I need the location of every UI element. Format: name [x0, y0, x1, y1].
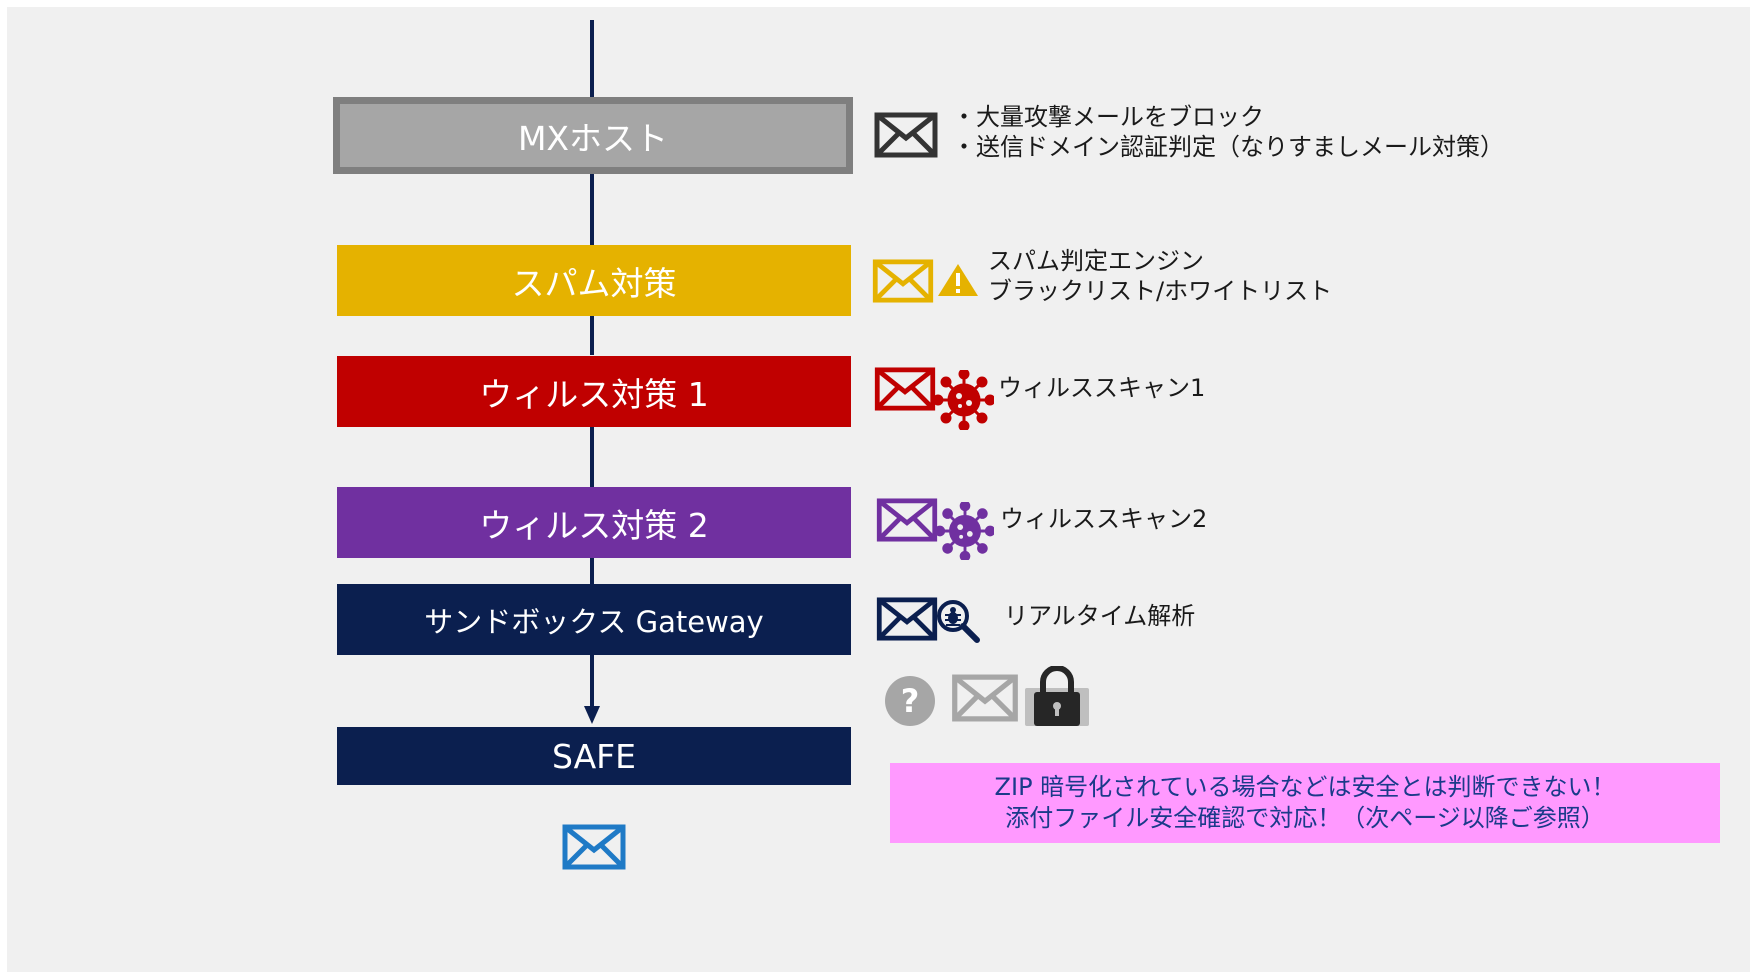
flow-line [590, 20, 594, 100]
virus-icon [934, 370, 994, 430]
envelope-icon [874, 112, 938, 158]
flow-line [590, 315, 594, 355]
virus2-desc-line: ウィルススキャン2 [1000, 505, 1208, 533]
spam-box: スパム対策 [337, 245, 851, 316]
mx-host-label: MXホスト [517, 118, 669, 158]
flow-line [590, 170, 594, 245]
svg-text:?: ? [901, 682, 920, 720]
padlock-icon [1025, 666, 1089, 726]
spam-desc-line: スパム判定エンジン [988, 247, 1204, 275]
flow-arrowhead [584, 706, 600, 724]
flow-line [590, 655, 594, 709]
envelope-icon [876, 498, 938, 542]
virus-icon [936, 502, 994, 560]
virus1-label: ウィルス対策 1 [479, 374, 709, 414]
sandbox-box: サンドボックス Gateway [337, 584, 851, 655]
mx-host-box: MXホスト [333, 97, 853, 174]
virus1-desc-line: ウィルススキャン1 [998, 374, 1206, 402]
envelope-icon [952, 674, 1018, 722]
flow-line [590, 557, 594, 587]
question-icon: ? [885, 676, 935, 726]
warning-icon [938, 264, 978, 296]
spam-label: スパム対策 [511, 263, 677, 303]
note-line: 添付ファイル安全確認で対応！（次ページ以降ご参照） [1005, 804, 1605, 832]
spam-description: スパム判定エンジン ブラックリスト/ホワイトリスト [988, 246, 1332, 306]
safe-box: SAFE [337, 727, 851, 785]
sandbox-label: サンドボックス Gateway [424, 604, 764, 639]
envelope-icon [562, 824, 626, 870]
sandbox-description: リアルタイム解析 [1004, 601, 1195, 631]
envelope-icon [872, 259, 934, 303]
sandbox-desc-line: リアルタイム解析 [1004, 602, 1196, 630]
mx-description: ・大量攻撃メールをブロック ・送信ドメイン認証判定（なりすましメール対策） [952, 102, 1504, 162]
magnifier-bug-icon [937, 600, 980, 643]
envelope-icon [874, 367, 936, 411]
spam-desc-line: ブラックリスト/ホワイトリスト [988, 277, 1333, 305]
note-line: ZIP 暗号化されている場合などは安全とは判断できない！ [994, 773, 1616, 801]
virus2-label: ウィルス対策 2 [479, 505, 709, 545]
virus2-box: ウィルス対策 2 [337, 487, 851, 558]
flow-line [590, 425, 594, 487]
virus1-box: ウィルス対策 1 [337, 356, 851, 427]
virus2-description: ウィルススキャン2 [1000, 504, 1207, 534]
envelope-icon [876, 597, 938, 641]
virus1-description: ウィルススキャン1 [998, 373, 1205, 403]
mx-desc-line: ・送信ドメイン認証判定（なりすましメール対策） [952, 133, 1504, 161]
safe-label: SAFE [552, 736, 636, 776]
mx-desc-line: ・大量攻撃メールをブロック [952, 103, 1264, 131]
zip-warning-note: ZIP 暗号化されている場合などは安全とは判断できない！ 添付ファイル安全確認で… [890, 763, 1720, 843]
